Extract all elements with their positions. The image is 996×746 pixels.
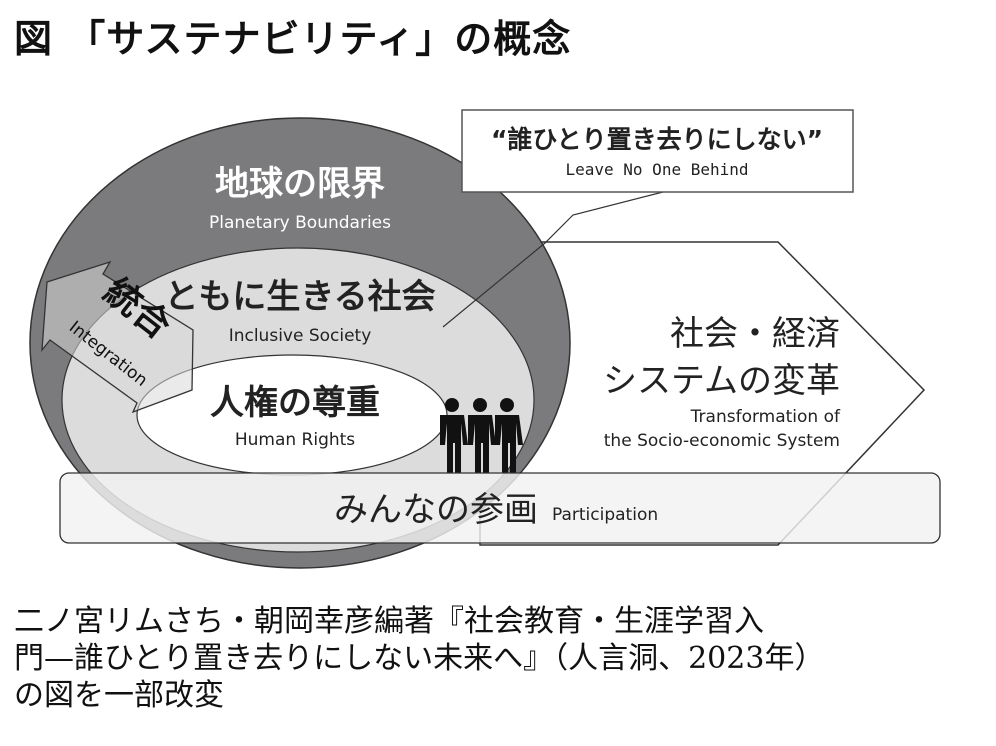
callout-jp: “誰ひとり置き去りにしない” xyxy=(491,125,823,154)
inclusive-en: Inclusive Society xyxy=(229,326,372,346)
figure-title: 図 「サステナビリティ」の概念 xyxy=(14,17,572,61)
transformation-jp1: 社会・経済 xyxy=(670,314,840,354)
planetary-jp: 地球の限界 xyxy=(215,164,385,204)
callout-leader-line xyxy=(442,191,664,328)
callout-en: Leave No One Behind xyxy=(565,160,748,179)
source-caption: 二ノ宮リムさち・朝岡幸彦編著『社会教育・生涯学習入 門—誰ひとり置き去りにしない… xyxy=(14,603,824,714)
participation-bar xyxy=(59,472,941,544)
transformation-en2: the Socio-economic System xyxy=(604,431,840,451)
transformation-jp2: システムの変革 xyxy=(603,361,840,401)
planetary-en: Planetary Boundaries xyxy=(209,213,391,233)
callout-box xyxy=(461,109,854,193)
caption-line-2: 門—誰ひとり置き去りにしない未来へ』（人言洞、2023年） xyxy=(14,641,825,676)
integration-arrow xyxy=(41,260,194,414)
participation-jp: みんなの参画 xyxy=(334,490,538,530)
transformation-en1: Transformation of xyxy=(690,407,841,427)
caption-line-1: 二ノ宮リムさち・朝岡幸彦編著『社会教育・生涯学習入 xyxy=(14,604,764,639)
caption-line-3: の図を一部改変 xyxy=(14,678,224,713)
people-group-icon xyxy=(440,398,523,473)
participation-en: Participation xyxy=(552,505,658,525)
human-rights-jp: 人権の尊重 xyxy=(210,383,380,423)
inclusive-jp: ともに生きる社会 xyxy=(164,277,435,317)
human-rights-en: Human Rights xyxy=(235,430,355,450)
sustainability-diagram: “誰ひとり置き去りにしない” Leave No One Behind 統合 In… xyxy=(29,109,941,569)
